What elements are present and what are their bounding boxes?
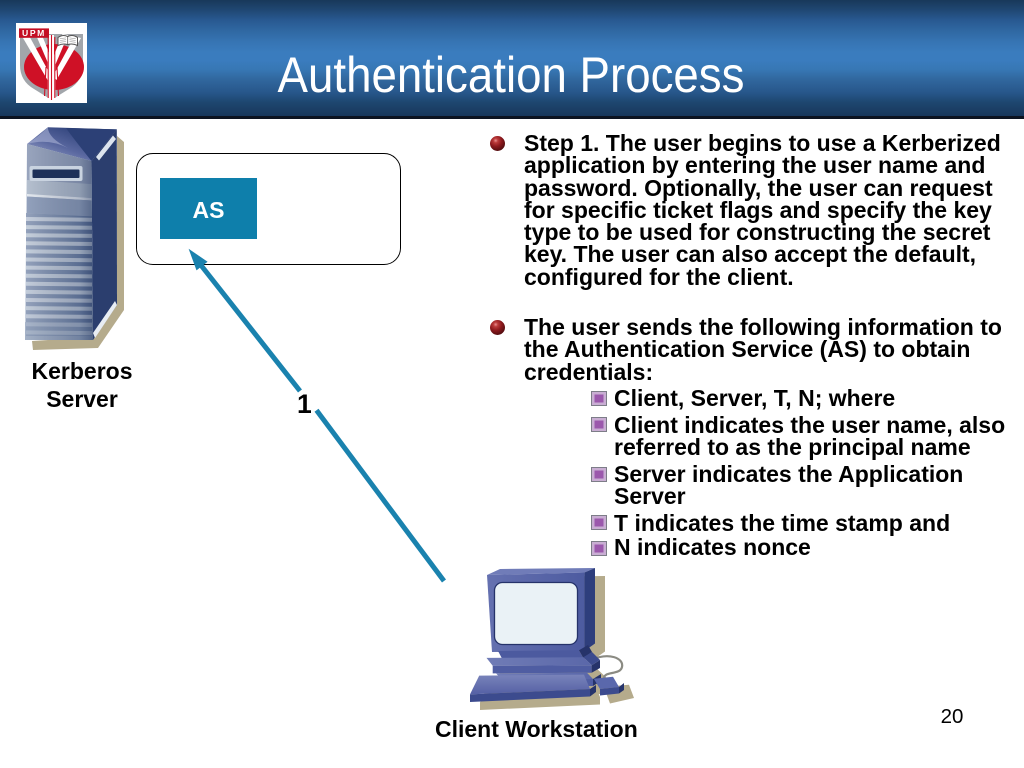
svg-text:UPM: UPM bbox=[22, 28, 46, 38]
